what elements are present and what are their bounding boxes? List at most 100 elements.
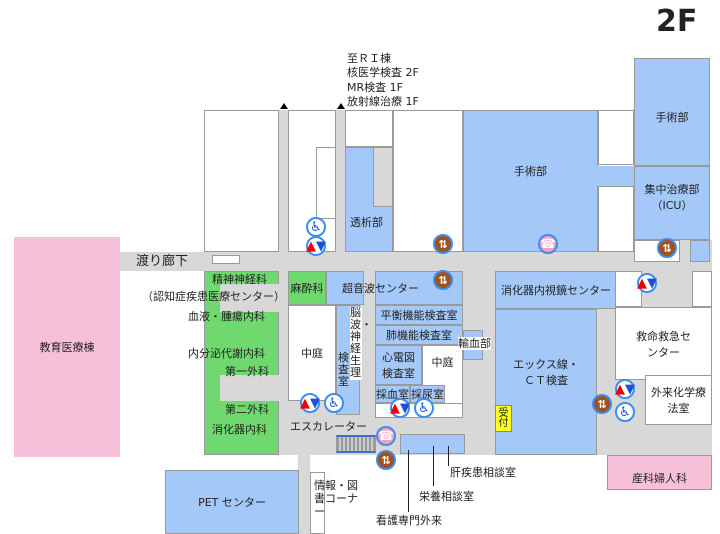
leader-line [433, 446, 434, 486]
education-building[interactable]: 教育医療棟 [14, 237, 120, 457]
leader-line [408, 450, 409, 512]
label-nursing: 看護専門外来 [376, 514, 442, 527]
label-ultrasound: 超音波センター [342, 282, 419, 295]
room-surgery[interactable]: 手術部 [463, 110, 598, 252]
label-gastro: 消化器内科 [212, 423, 267, 436]
label-psych: 精神神経科 [212, 273, 267, 286]
room-endoscopy[interactable]: 消化器内視鏡センター [495, 271, 617, 309]
label-surg2: 第二外科 [225, 403, 269, 416]
wheelchair-icon: ♿ [615, 402, 635, 422]
corridor-label: 渡り廊下 [136, 254, 189, 269]
room-surgery-top[interactable]: 手術部 [634, 58, 710, 166]
room-emergency[interactable]: 救命救急センター [615, 307, 712, 380]
room-label: 麻酔科 [290, 282, 324, 295]
label-library: 情報・図書コーナー [314, 479, 358, 519]
room-label: 採血室 [376, 388, 409, 401]
arrow-marker [337, 103, 345, 109]
room-block [598, 186, 634, 252]
room-ecg[interactable]: 心電図検査室 [375, 345, 422, 385]
room-block [345, 110, 393, 147]
wheelchair-icon: ♿ [414, 398, 434, 418]
label-dialysis: 透析部 [350, 216, 383, 229]
room-label: 外来化学療法室 [651, 386, 706, 415]
elevator-icon: ⇅ [433, 234, 453, 254]
label-eeg: 脳波・神経生理 [350, 306, 372, 380]
room-block [316, 147, 336, 219]
corridor-box [212, 255, 240, 264]
floor-label: 2F [656, 4, 698, 39]
room-icu[interactable]: 集中治療部 （ICU） [634, 166, 710, 240]
restroom-icon: ▲▼ [390, 398, 410, 418]
note-line: 核医学検査 2F [347, 66, 419, 80]
room-label: 平衡機能検査室 [380, 309, 458, 322]
elevator-icon: ⇅ [433, 270, 453, 290]
elevator-icon: ⇅ [376, 450, 396, 470]
label-endo: 内分泌代謝内科 [188, 347, 265, 360]
room-label: 心電図検査室 [382, 351, 415, 380]
room-label: 教育医療棟 [39, 341, 95, 354]
room-label: 受付 [498, 407, 509, 429]
label-psych-sub: （認知症疾患医療センター） [142, 290, 285, 303]
room-label: エックス線・ＣＴ検査 [513, 358, 579, 387]
room-label: 中庭 [301, 347, 323, 360]
wheelchair-icon: ♿ [324, 393, 344, 413]
note-line: MR検査 1F [347, 80, 403, 94]
restroom-icon: ▲▼ [615, 379, 635, 399]
room-block [598, 110, 634, 165]
room-label: 肺機能検査室 [386, 329, 452, 342]
room-block [373, 147, 393, 207]
room-block [692, 271, 712, 307]
note-line: 放射線治療 1F [347, 94, 419, 110]
label-nutrition: 栄養相談室 [419, 490, 474, 503]
leader-line [448, 446, 449, 466]
restroom-icon: ▲▼ [306, 236, 326, 256]
courtyard-1: 中庭 [288, 305, 336, 401]
room-block [597, 166, 634, 186]
room-ultrasound[interactable] [326, 271, 364, 305]
room-label: 手術部 [655, 111, 689, 124]
room-label: 採尿室 [411, 388, 444, 401]
restroom-icon: ▲▼ [300, 393, 320, 413]
corridor-down [298, 455, 310, 534]
ri-building-note: 至ＲＩ棟 核医学検査 2F MR検査 1F 放射線治療 1F [347, 52, 419, 110]
room-anesthesia[interactable]: 麻酔科 [288, 271, 326, 305]
room-label: （ICU） [651, 199, 693, 212]
label-surg1: 第一外科 [225, 365, 269, 378]
room-label: 救命救急センター [636, 329, 691, 359]
corridor-notch [220, 375, 279, 401]
room-label: 集中治療部 [644, 183, 700, 196]
note-line: 至ＲＩ棟 [347, 52, 391, 65]
room-label: 産科婦人科 [632, 471, 687, 485]
room-lung[interactable]: 肺機能検査室 [375, 325, 463, 345]
elevator-icon: ⇅ [592, 394, 612, 414]
room-chemo[interactable]: 外来化学療法室 [645, 375, 712, 425]
label-escalator: エスカレーター [290, 420, 367, 433]
corridor-notch [220, 284, 279, 312]
wheelchair-icon: ♿ [306, 217, 326, 237]
room-balance[interactable]: 平衡機能検査室 [375, 305, 463, 325]
label-hema: 血液・腫瘍内科 [188, 310, 265, 323]
phone-icon: ☎ [538, 234, 558, 254]
room-block [393, 110, 463, 252]
phone-icon: ☎ [376, 426, 396, 446]
room-label: 手術部 [514, 165, 547, 178]
arrow-marker [280, 103, 288, 109]
room-xray-ct[interactable]: エックス線・ＣＴ検査 [495, 309, 597, 455]
room-block [690, 240, 710, 262]
elevator-icon: ⇅ [657, 238, 677, 258]
label-eeg-sub: 検査室 [338, 351, 349, 389]
restroom-icon: ▲▼ [637, 273, 657, 293]
room-block [204, 110, 279, 252]
room-obgyn[interactable]: 産科婦人科 [607, 455, 712, 490]
escalator[interactable] [336, 435, 376, 453]
label-liver: 肝疾患相談室 [450, 466, 516, 479]
reception[interactable]: 受付 [495, 405, 512, 432]
corridor-vertical [336, 110, 345, 252]
room-label: 中庭 [431, 356, 454, 369]
room-label: 消化器内視鏡センター [501, 282, 611, 298]
corridor-main [120, 252, 712, 271]
label-transfusion: 輸血部 [458, 337, 491, 351]
room-label: PET センター [198, 496, 266, 509]
corridor-vertical [279, 110, 288, 252]
room-pet[interactable]: PET センター [165, 470, 299, 534]
